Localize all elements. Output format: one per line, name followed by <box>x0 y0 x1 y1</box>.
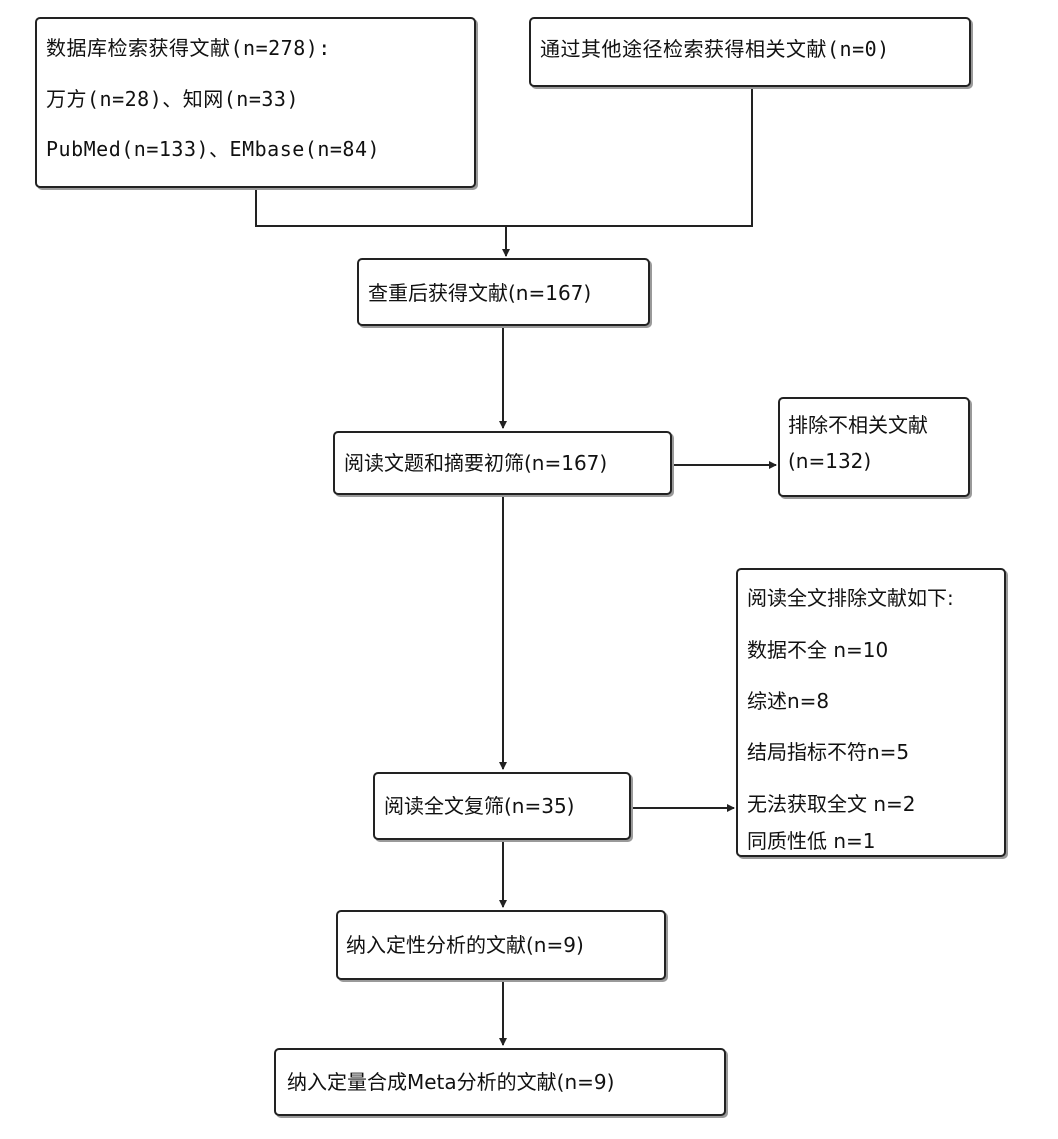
fulltext-exclusions-title: 阅读全文排除文献如下: <box>747 586 954 610</box>
database-search-box: 数据库检索获得文献(n=278): 万方(n=28)、知网(n=33) PubM… <box>35 17 476 188</box>
deduplication-label: 查重后获得文献(n=167) <box>368 281 592 305</box>
fulltext-exclusions-box: 阅读全文排除文献如下: 数据不全 n=10 综述n=8 结局指标不符n=5 无法… <box>736 568 1006 857</box>
connector-other-sources-to-merge <box>506 87 753 227</box>
exclusion-outcome-mismatch: 结局指标不符n=5 <box>747 740 910 764</box>
connector-database-to-merge <box>255 188 506 227</box>
meta-included-label: 纳入定量合成Meta分析的文献(n=9) <box>287 1070 615 1094</box>
other-sources-label: 通过其他途径检索获得相关文献(n=0) <box>540 37 890 61</box>
database-search-title: 数据库检索获得文献(n=278): <box>46 36 331 60</box>
excluded-irrelevant-count: (n=132) <box>788 449 872 473</box>
exclusion-no-fulltext: 无法获取全文 n=2 <box>747 792 916 816</box>
deduplication-box: 查重后获得文献(n=167) <box>357 258 650 326</box>
title-abstract-screen-box: 阅读文题和摘要初筛(n=167) <box>333 431 672 495</box>
excluded-irrelevant-box: 排除不相关文献 (n=132) <box>778 397 970 497</box>
title-abstract-screen-label: 阅读文题和摘要初筛(n=167) <box>344 451 608 475</box>
exclusion-reviews: 综述n=8 <box>747 689 830 713</box>
fulltext-screen-box: 阅读全文复筛(n=35) <box>373 772 631 840</box>
qualitative-included-label: 纳入定性分析的文献(n=9) <box>346 933 584 957</box>
excluded-irrelevant-title: 排除不相关文献 <box>788 413 928 437</box>
meta-included-box: 纳入定量合成Meta分析的文献(n=9) <box>274 1048 726 1116</box>
database-search-pubmed-embase: PubMed(n=133)、EMbase(n=84) <box>46 137 381 161</box>
qualitative-included-box: 纳入定性分析的文献(n=9) <box>336 910 666 980</box>
fulltext-screen-label: 阅读全文复筛(n=35) <box>384 794 575 818</box>
other-sources-box: 通过其他途径检索获得相关文献(n=0) <box>529 17 971 87</box>
database-search-cnki-wanfang: 万方(n=28)、知网(n=33) <box>46 87 299 111</box>
exclusion-low-homogeneity: 同质性低 n=1 <box>747 829 876 853</box>
exclusion-incomplete-data: 数据不全 n=10 <box>747 638 889 662</box>
